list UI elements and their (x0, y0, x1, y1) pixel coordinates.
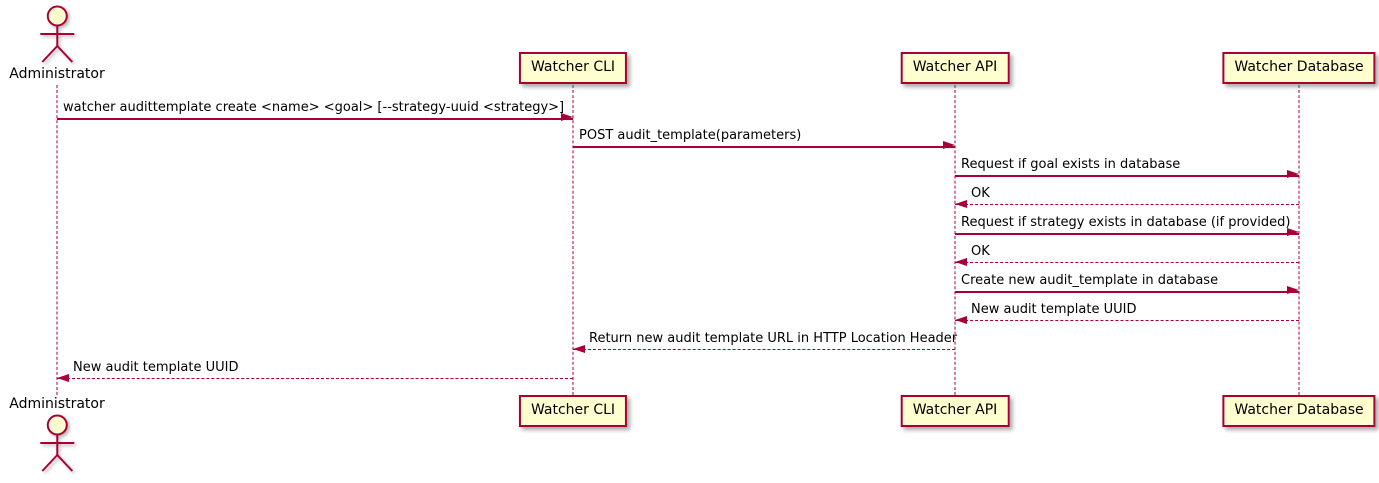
arrowhead-left-icon (955, 199, 967, 208)
message-label: OK (971, 244, 990, 259)
arrowhead-left-icon (57, 373, 69, 382)
arrowhead-left-icon (955, 315, 967, 324)
message-line (955, 204, 1299, 205)
message-label: OK (971, 186, 990, 201)
message-label: Return new audit template URL in HTTP Lo… (589, 331, 958, 346)
arrowhead-right-icon (943, 141, 955, 149)
message-line (57, 378, 573, 379)
arrowhead-right-icon (1287, 286, 1299, 294)
actor-label: Administrator (9, 66, 105, 82)
lifeline-watcher-api (954, 85, 956, 395)
actor-label: Administrator (9, 396, 105, 412)
arrowhead-left-icon (955, 257, 967, 266)
message-label: Create new audit_template in database (961, 273, 1219, 288)
actor-administrator-top: Administrator (9, 4, 105, 83)
message-label: New audit template UUID (971, 302, 1137, 317)
message-line (955, 320, 1299, 321)
arrowhead-right-icon (1287, 228, 1299, 236)
actor-figure-icon (40, 414, 74, 472)
lifeline-watcher-database (1298, 85, 1300, 395)
message-line (955, 262, 1299, 263)
arrowhead-right-icon (561, 113, 573, 121)
lifeline-watcher-cli (572, 85, 574, 395)
message-line (955, 291, 1299, 293)
participant-watcher-cli-top: Watcher CLI (518, 52, 628, 84)
actor-administrator-bottom: Administrator (9, 396, 105, 475)
arrowhead-left-icon (573, 344, 585, 353)
message-label: POST audit_template(parameters) (579, 128, 802, 143)
message-label: Request if goal exists in database (961, 157, 1181, 172)
arrowhead-right-icon (1287, 170, 1299, 178)
lifeline-administrator (56, 85, 58, 395)
participant-watcher-cli-bottom: Watcher CLI (518, 395, 628, 427)
participant-watcher-database-top: Watcher Database (1222, 52, 1376, 84)
participant-watcher-api-top: Watcher API (900, 52, 1010, 84)
message-label: Request if strategy exists in database (… (961, 215, 1291, 230)
message-label: watcher audittemplate create <name> <goa… (63, 100, 565, 115)
message-line (955, 233, 1299, 235)
message-line (573, 146, 955, 148)
message-line (573, 349, 955, 350)
message-line (955, 175, 1299, 177)
message-line (57, 118, 573, 120)
participant-watcher-api-bottom: Watcher API (900, 395, 1010, 427)
message-label: New audit template UUID (73, 360, 239, 375)
actor-figure-icon (40, 5, 74, 63)
participant-watcher-database-bottom: Watcher Database (1222, 395, 1376, 427)
